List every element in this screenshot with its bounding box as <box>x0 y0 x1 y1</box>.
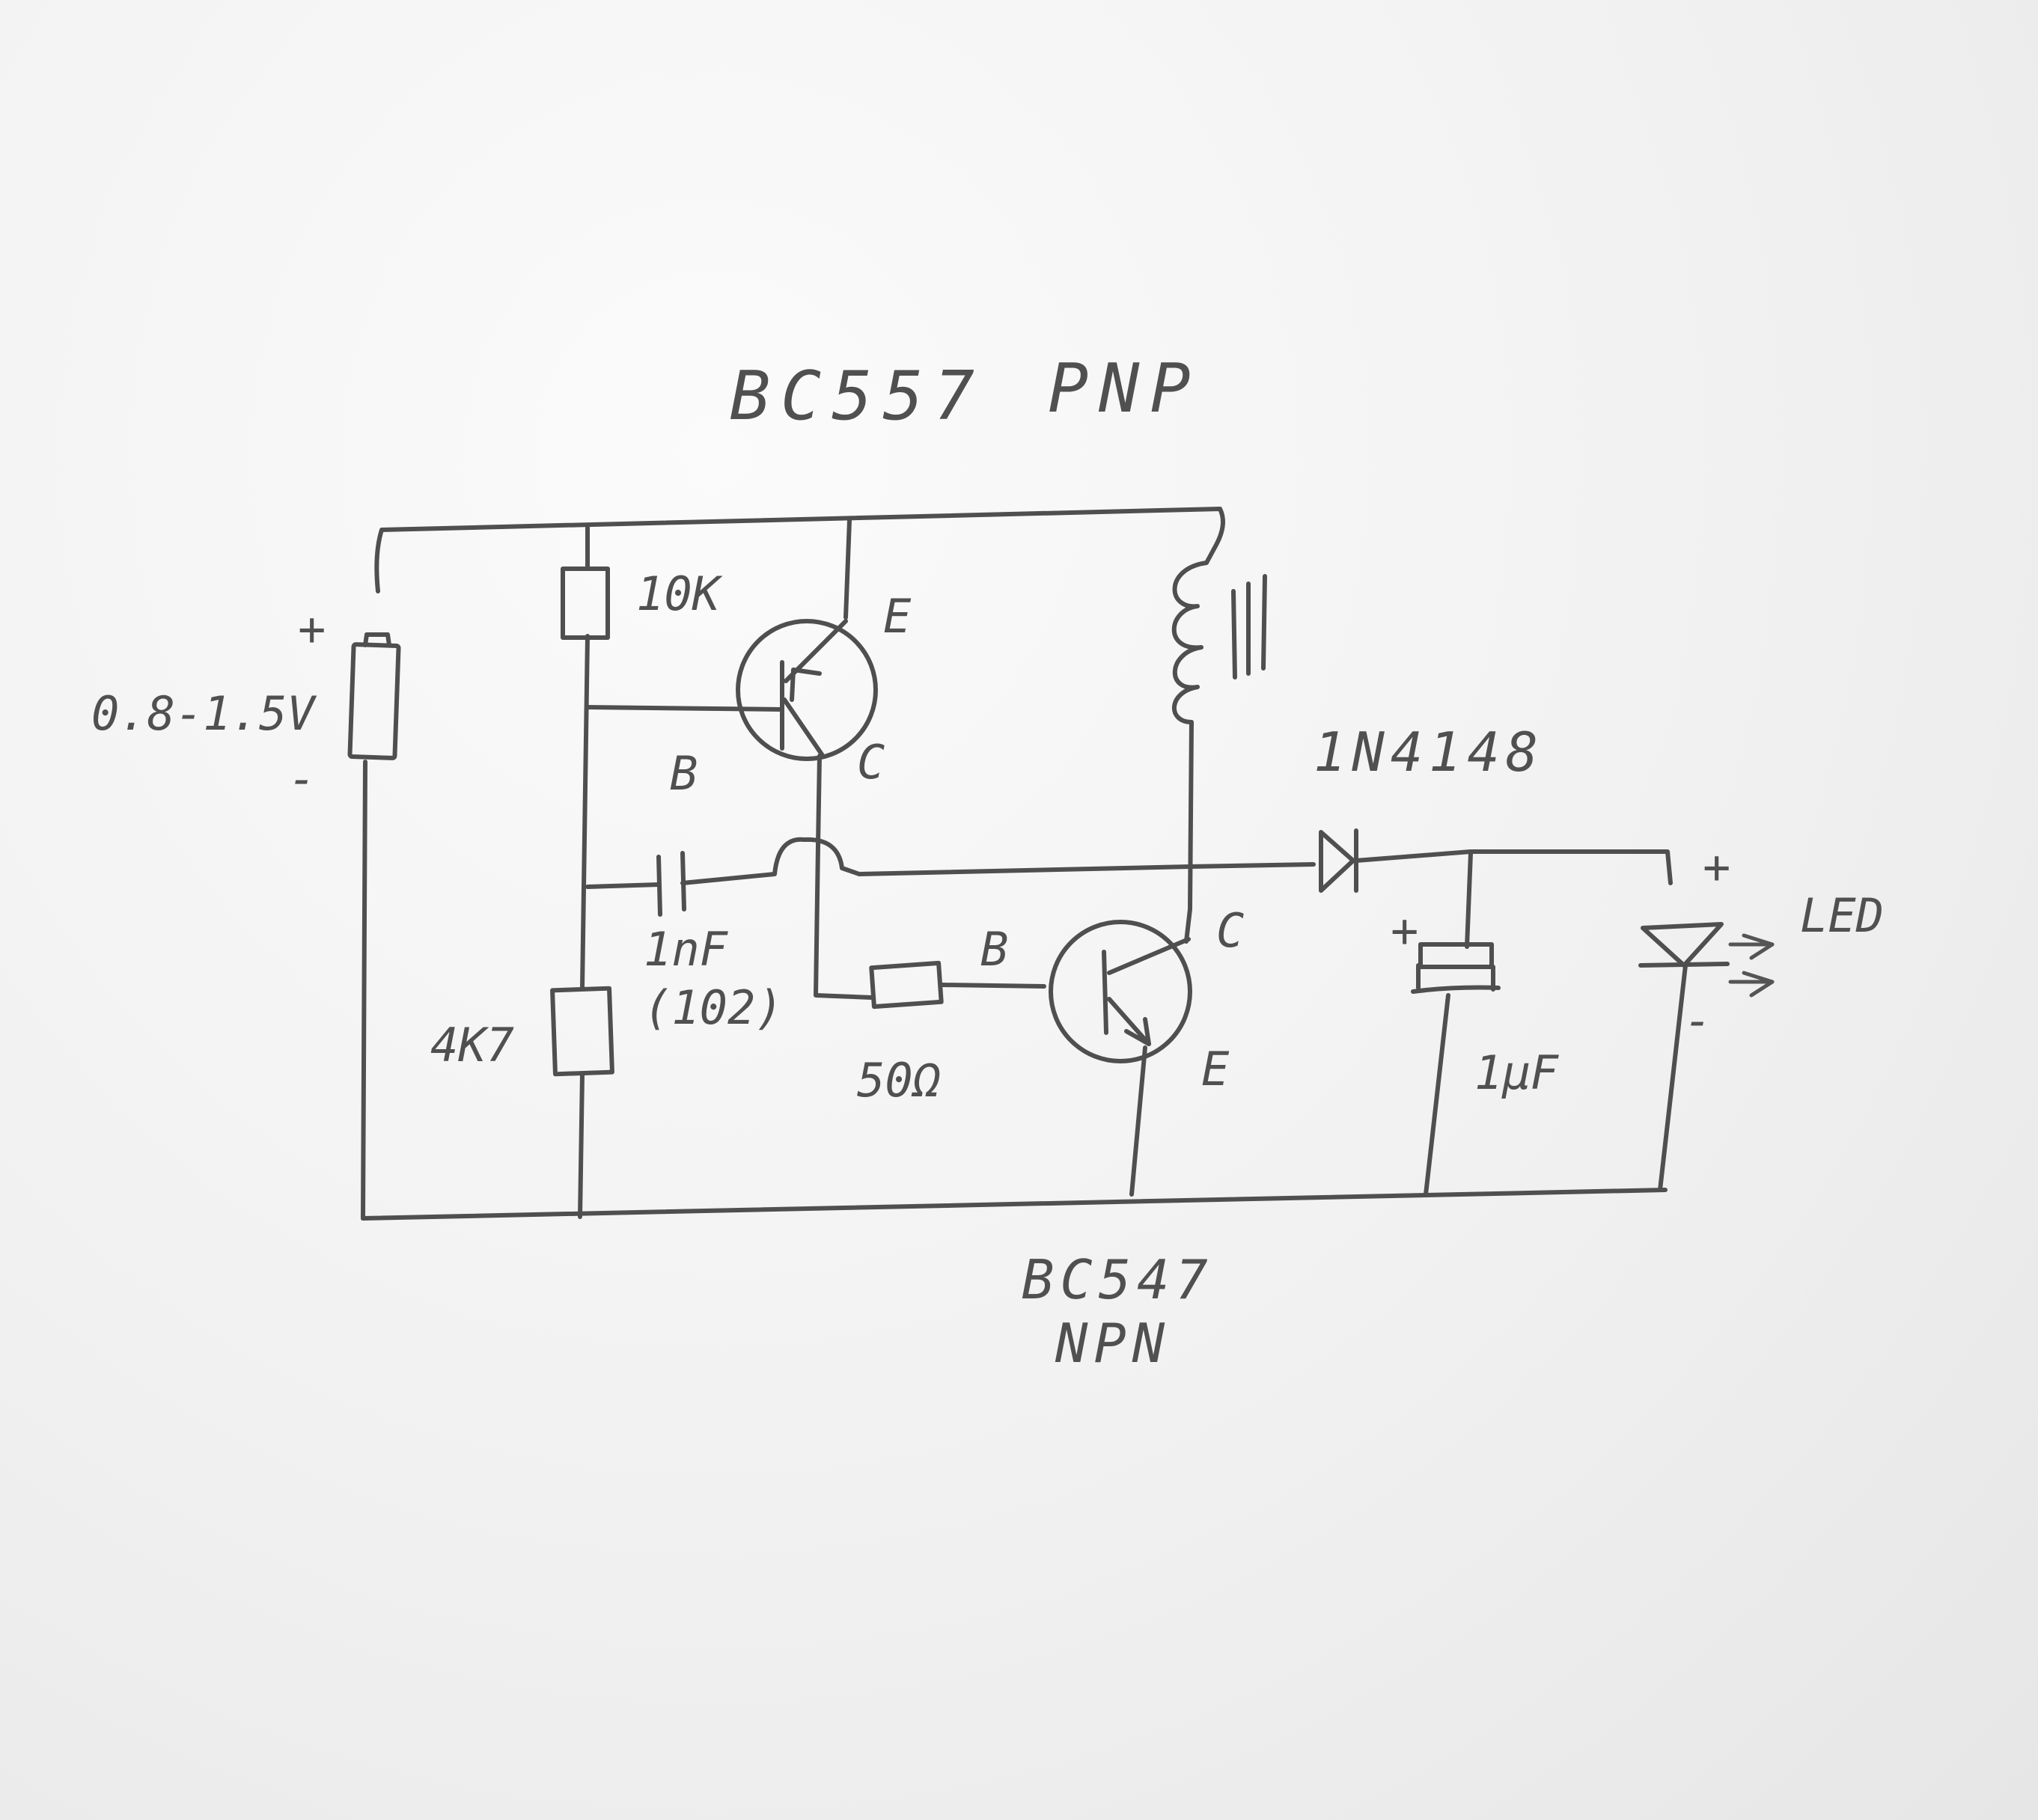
npn-emitter-label: E <box>1201 1042 1230 1096</box>
resistor-10k <box>561 567 610 640</box>
pnp-transistor-symbol <box>736 619 878 761</box>
battery-symbol <box>347 632 401 760</box>
diode-1n4148 <box>1319 828 1358 893</box>
collector-to-r3-wire <box>814 843 874 1000</box>
pnp-base-label: B <box>670 746 698 801</box>
wires <box>361 507 1688 1221</box>
led-minus-label: - <box>1684 993 1712 1048</box>
resistor-4k7 <box>550 986 614 1077</box>
diode-label: 1N4148 <box>1314 721 1544 784</box>
pnp-base-wire <box>585 705 784 712</box>
inductor-to-npn-collector-wire <box>1184 720 1194 944</box>
feedback-wire <box>680 837 1316 885</box>
battery-ground-wire <box>361 760 367 1221</box>
npn-emitter-wire <box>1129 1045 1147 1197</box>
divider-wire <box>580 634 590 990</box>
npn-collector-label: C <box>1216 903 1244 958</box>
diode-output-wire <box>1354 849 1673 885</box>
c1-value-label: 1nF <box>644 922 729 977</box>
c2-label: 1μF <box>1474 1045 1560 1100</box>
r2-bottom-wire <box>578 1072 585 1219</box>
c2-top-wire <box>1465 851 1473 949</box>
led-label: LED <box>1800 888 1884 943</box>
bottom-rail-wire <box>361 1188 1668 1221</box>
c1-code-label: (102) <box>644 980 784 1035</box>
capacitor-1uf <box>1411 942 1501 994</box>
npn-part-label: BC547 <box>1022 1248 1214 1311</box>
led-symbol <box>1638 922 1775 998</box>
pnp-emitter-label: E <box>883 589 912 644</box>
pnp-type-label: PNP <box>1048 349 1201 428</box>
c2-bottom-wire <box>1424 993 1450 1197</box>
npn-base-label: B <box>980 922 1008 977</box>
battery-voltage-label: 0.8-1.5V <box>91 686 317 741</box>
top-rail-wire <box>374 507 1225 593</box>
npn-type-label: NPN <box>1055 1312 1171 1375</box>
c2-plus-label: + <box>1391 903 1418 958</box>
resistor-50r <box>869 960 944 1010</box>
r3-to-base-wire <box>939 983 1046 989</box>
pnp-part-label: BC557 <box>730 357 985 436</box>
pnp-collector-label: C <box>857 735 885 790</box>
r2-label: 4K7 <box>430 1018 514 1072</box>
battery-plus-label: + <box>298 602 326 656</box>
c1-left-wire <box>585 882 661 889</box>
battery-minus-label: - <box>288 751 316 806</box>
npn-transistor-symbol <box>1049 920 1192 1063</box>
pnp-collector-wire <box>816 754 822 848</box>
led-plus-label: + <box>1703 840 1730 894</box>
capacitor-1nf <box>656 851 686 917</box>
r1-label: 10K <box>636 567 723 621</box>
led-bottom-wire <box>1658 963 1688 1192</box>
r3-label: 50Ω <box>857 1053 941 1108</box>
inductor-coil <box>1171 561 1267 724</box>
pnp-emitter-wire <box>843 518 852 620</box>
